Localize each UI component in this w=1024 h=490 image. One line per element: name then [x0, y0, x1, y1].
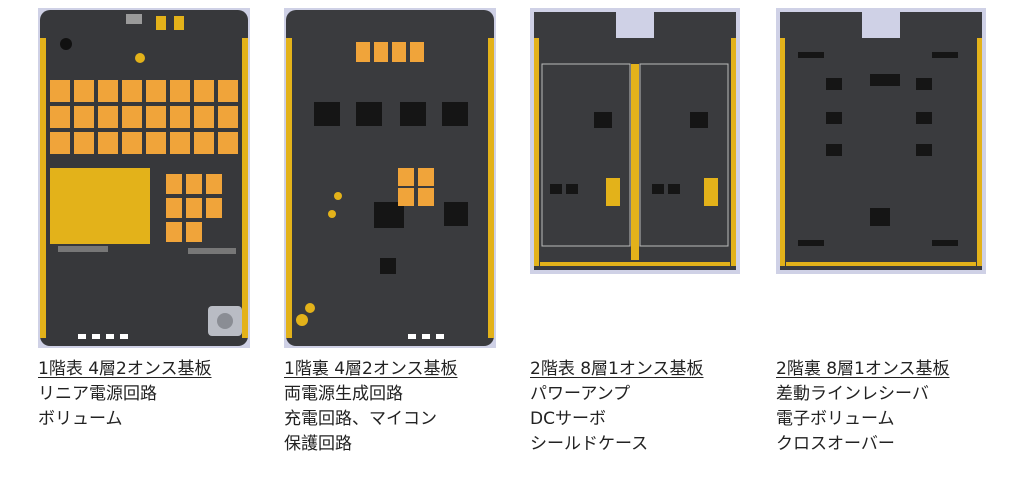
board-desc-line: リニア電源回路 — [38, 384, 157, 404]
caption-board-4: 2階裏 8層1オンス基板 差動ラインレシーバ 電子ボリューム クロスオーバー — [776, 357, 950, 457]
board-photo-2f-bottom — [776, 8, 986, 274]
board-desc-line: シールドケース — [530, 434, 649, 454]
caption-board-3: 2階表 8層1オンス基板 パワーアンプ DCサーボ シールドケース — [530, 357, 704, 457]
board-desc-line: ボリューム — [38, 409, 123, 429]
board-photo-1f-bottom — [284, 8, 496, 348]
board-desc-line: 電子ボリューム — [776, 409, 895, 429]
board-desc-line: パワーアンプ — [530, 384, 631, 404]
caption-board-1: 1階表 4層2オンス基板 リニア電源回路 ボリューム — [38, 357, 212, 432]
board-desc-line: 差動ラインレシーバ — [776, 384, 929, 404]
board-desc-line: 保護回路 — [284, 434, 352, 454]
board-title: 1階裏 4層2オンス基板 — [284, 359, 458, 379]
board-desc-line: 両電源生成回路 — [284, 384, 403, 404]
board-desc-line: DCサーボ — [530, 409, 606, 429]
caption-board-2: 1階裏 4層2オンス基板 両電源生成回路 充電回路、マイコン 保護回路 — [284, 357, 458, 457]
board-desc-line: 充電回路、マイコン — [284, 409, 437, 429]
board-photo-1f-top — [38, 8, 250, 348]
board-title: 2階裏 8層1オンス基板 — [776, 359, 950, 379]
board-desc-line: クロスオーバー — [776, 434, 895, 454]
board-title: 2階表 8層1オンス基板 — [530, 359, 704, 379]
board-title: 1階表 4層2オンス基板 — [38, 359, 212, 379]
board-photo-2f-top — [530, 8, 740, 274]
